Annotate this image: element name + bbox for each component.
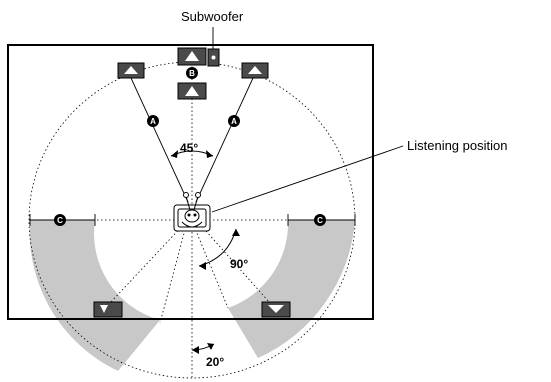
- front-right-speaker: [241, 62, 269, 79]
- center-speaker-lower: [177, 82, 207, 100]
- svg-text:B: B: [189, 69, 195, 78]
- front-angle-label: 45°: [180, 141, 198, 155]
- svg-text:A: A: [231, 117, 237, 126]
- marker-a-left: A: [147, 115, 159, 127]
- surround-left-speaker: [93, 301, 123, 318]
- side-angle-label: 90°: [230, 257, 248, 271]
- rear-angle-label: 20°: [206, 355, 224, 369]
- marker-c-right: C: [314, 214, 326, 226]
- marker-a-right: A: [228, 115, 240, 127]
- svg-text:C: C: [57, 216, 63, 225]
- listening-position-label: Listening position: [407, 138, 507, 153]
- subwoofer-speaker: [207, 48, 220, 67]
- listener-figure: [173, 192, 211, 232]
- surround-right-speaker: [261, 301, 291, 318]
- subwoofer-label: Subwoofer: [181, 9, 244, 24]
- front-speaker-lines: [130, 77, 254, 203]
- guide-lines: [29, 66, 355, 378]
- center-speaker-upper: [177, 47, 207, 66]
- angle-arcs: [170, 150, 237, 351]
- svg-text:C: C: [317, 216, 323, 225]
- front-left-speaker: [117, 62, 145, 79]
- marker-c-left: C: [54, 214, 66, 226]
- angle-arrowheads: [171, 150, 240, 354]
- surround-zone-left: [29, 220, 160, 371]
- marker-b-center: B: [186, 67, 198, 79]
- svg-text:A: A: [150, 117, 156, 126]
- surround-zone-right: [228, 220, 355, 358]
- surround-zones: [29, 220, 355, 371]
- listening-position-leader: [211, 145, 404, 213]
- room-outline: [7, 44, 374, 320]
